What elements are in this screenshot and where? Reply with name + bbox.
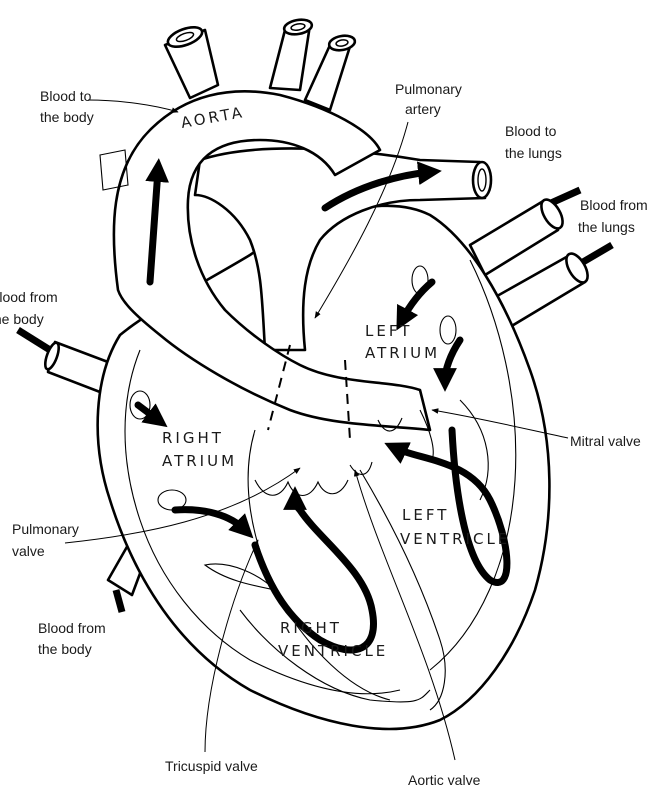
label-left-atrium-1: LEFT <box>365 322 412 340</box>
pointer-lines <box>64 99 569 761</box>
aorta <box>112 90 432 432</box>
pulmonary-veins <box>468 186 614 332</box>
label-blood-from-body-top-1: Blood from <box>0 289 58 305</box>
label-left-ventricle-2: VENTRICLE <box>400 530 510 548</box>
label-pulmonary-valve-2: valve <box>12 543 45 559</box>
label-right-ventricle-2: VENTRICLE <box>278 642 388 660</box>
label-blood-to-lungs-2: the lungs <box>505 145 562 161</box>
label-right-atrium-2: ATRIUM <box>162 452 237 470</box>
label-pulmonary-valve-1: Pulmonary <box>12 521 79 537</box>
vena-cava-upper <box>16 327 110 394</box>
label-blood-to-body-1: Blood to <box>40 88 92 104</box>
label-right-atrium-1: RIGHT <box>162 429 224 447</box>
blood-flow-arrows <box>134 158 511 654</box>
label-blood-to-lungs-1: Blood to <box>505 123 557 139</box>
label-blood-to-body-2: the body <box>40 109 94 125</box>
label-blood-from-body-bottom-1: Blood from <box>38 620 106 636</box>
label-right-ventricle-1: RIGHT <box>280 619 342 637</box>
label-tricuspid-valve: Tricuspid valve <box>165 758 258 774</box>
label-left-ventricle-1: LEFT <box>402 506 449 524</box>
label-pulmonary-artery-2: artery <box>405 101 441 117</box>
label-left-atrium-2: ATRIUM <box>365 344 440 362</box>
label-blood-from-body-bottom-2: the body <box>38 641 92 657</box>
label-aortic-valve: Aortic valve <box>408 772 481 788</box>
aortic-branches <box>163 18 357 112</box>
label-pulmonary-artery-1: Pulmonary <box>395 81 462 97</box>
pulmonary-artery-opening <box>471 160 493 200</box>
label-blood-from-lungs-1: Blood from <box>580 197 648 213</box>
label-blood-from-lungs-2: the lungs <box>578 219 635 235</box>
label-mitral-valve: Mitral valve <box>570 433 641 449</box>
label-blood-from-body-top-2: the body <box>0 311 44 327</box>
